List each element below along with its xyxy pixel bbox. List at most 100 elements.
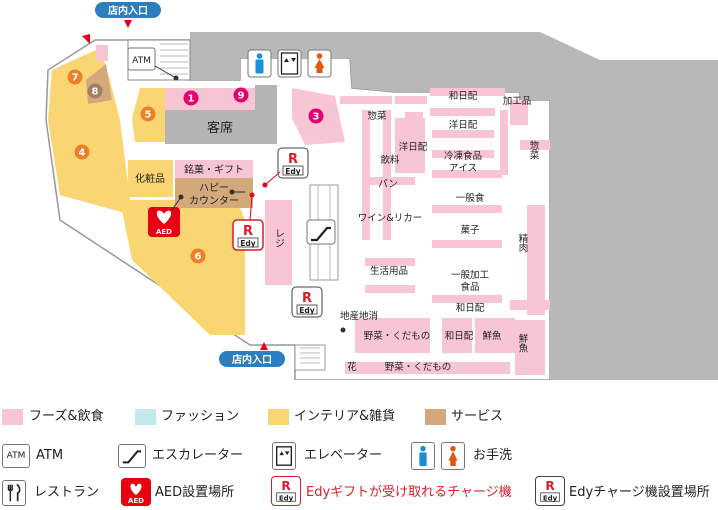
section-fresh-fish-right: 鮮魚 <box>517 333 529 354</box>
section-frozen-1: 冷凍食品 <box>444 150 482 162</box>
tenant-number-4: 4 <box>79 148 86 159</box>
edy-gift-icon-mid[interactable]: R Edy <box>232 219 264 251</box>
tenant-number-5: 5 <box>145 110 152 121</box>
section-general-processed-1: 一般加工 <box>451 269 490 281</box>
svg-text:R: R <box>281 479 291 493</box>
escalator-icon <box>118 444 146 468</box>
bottom-stairs-lines <box>300 347 320 364</box>
gift-zone <box>175 160 253 178</box>
legend-edy-gift-label: Edyギフトが受け取れるチャージ機 <box>306 485 512 500</box>
section-processed: 加工品 <box>503 96 532 107</box>
tenant-marker-7[interactable] <box>67 69 83 85</box>
section-deli-right: 惣菜 <box>528 140 540 161</box>
tenant-marker-4[interactable] <box>74 144 90 160</box>
elevator-icon <box>272 442 296 470</box>
legend-interior-label: インテリア&雑貨 <box>294 409 396 424</box>
aed-leader <box>171 196 182 211</box>
edy-text: Edy <box>299 306 314 315</box>
section-fresh-fish: 鮮魚 <box>482 330 502 342</box>
tenant-marker-3[interactable] <box>308 108 324 124</box>
legend-elevator-label: エレベーター <box>304 448 383 463</box>
area-labels: 客席 化粧品 銘菓・ギフト ハピー カウンター レジ <box>135 120 284 248</box>
section-flowers: 花 <box>347 361 357 373</box>
aed-icon: AED <box>121 478 151 506</box>
tenant-marker-8[interactable] <box>87 83 103 99</box>
restroom-female-icon <box>441 442 465 470</box>
happy-counter-label-2: カウンター <box>189 195 239 207</box>
gray-guest-area-top <box>255 85 277 115</box>
tenant-number-1: 1 <box>188 94 195 105</box>
legend-restroom-label: お手洗 <box>473 448 513 463</box>
entrance-bottom-label: 店内入口 <box>232 353 272 366</box>
section-vegetables-2: 野菜・くだもの <box>385 361 452 373</box>
entrance-top[interactable]: 店内入口 <box>95 2 161 28</box>
section-general-food: 一般食 <box>456 192 485 204</box>
escalator-icon <box>306 219 336 245</box>
entrance-bottom[interactable]: 店内入口 <box>219 342 285 367</box>
tenant-marker-9[interactable] <box>233 87 249 103</box>
legend-service-swatch <box>425 409 446 425</box>
section-local: 地産地消 <box>340 310 378 322</box>
legend-aed-label: AED設置場所 <box>155 485 235 500</box>
connector-lines <box>249 171 281 221</box>
edy-text: Edy <box>285 167 300 176</box>
legend-restaurant-label: レストラン <box>34 485 100 500</box>
section-frozen-2: アイス <box>449 163 477 174</box>
stairs-lines <box>160 43 188 75</box>
legend-service-label: サービス <box>451 409 504 424</box>
food-shelves <box>340 88 550 375</box>
section-japanese-2: 和日配 <box>456 303 485 314</box>
svg-text:Edy: Edy <box>543 494 558 502</box>
svg-text:R: R <box>243 224 253 239</box>
happy-counter-zone <box>175 178 253 208</box>
section-wine: ワイン&リカー <box>358 213 422 224</box>
edy-gift-icon-top[interactable]: R Edy <box>277 147 309 179</box>
restaurant-icon <box>2 480 26 506</box>
atm-box[interactable] <box>127 47 156 71</box>
section-labels: 惣菜 和日配 加工品 洋日配 洋日配 惣菜 飲料 冷凍食品 アイス パン 一般食… <box>340 91 539 373</box>
legend-food-swatch <box>2 409 23 425</box>
svg-text:AED: AED <box>156 228 172 236</box>
edy-text: Edy <box>240 239 255 248</box>
restroom-icons <box>247 49 332 78</box>
svg-text:R: R <box>302 291 312 306</box>
legend-food-label: フーズ&飲食 <box>29 409 104 424</box>
cosmetics-label: 化粧品 <box>135 172 165 185</box>
happy-counter-label-1: ハピー <box>199 182 229 194</box>
edy-charge-icon-bottom[interactable]: R Edy <box>291 286 323 318</box>
entrance-top-left-arrow <box>82 34 90 44</box>
tenant-number-9: 9 <box>238 91 245 102</box>
tenant-number-3: 3 <box>313 112 320 123</box>
section-general-processed-2: 食品 <box>460 281 479 293</box>
gray-guest-area <box>165 110 277 144</box>
tenant-marker-5[interactable] <box>140 106 156 122</box>
svg-text:R: R <box>288 152 298 167</box>
legend-edy-charge-label: Edyチャージ機設置場所 <box>569 485 710 500</box>
section-japanese-3: 和日配 <box>445 331 474 342</box>
section-western-1: 洋日配 <box>449 119 478 131</box>
floor-map: ATM <box>45 2 718 380</box>
register-zone <box>265 200 292 285</box>
legend-atm-icon: ATM <box>2 444 30 468</box>
tenant-marker-1[interactable] <box>183 90 199 106</box>
legend-atm-label: ATM <box>36 448 64 463</box>
svg-text:Edy: Edy <box>279 494 294 502</box>
register-label: レジ <box>273 228 284 248</box>
section-sweets: 菓子 <box>460 224 480 236</box>
guest-seats-label: 客席 <box>207 120 233 136</box>
tenant-marker-6[interactable] <box>190 248 206 264</box>
aed-icon-map: AED <box>148 207 180 237</box>
svg-text:R: R <box>545 479 555 493</box>
section-bread: パン <box>378 179 397 190</box>
tenant-number-7: 7 <box>72 73 79 84</box>
cosmetics-zone <box>128 160 173 197</box>
section-japanese-1: 和日配 <box>449 91 478 102</box>
gift-label: 銘菓・ギフト <box>184 163 244 176</box>
legend-fashion-swatch <box>135 409 156 425</box>
restroom-male-icon <box>411 442 435 470</box>
interior-zone-left <box>48 48 132 215</box>
section-western-2: 洋日配 <box>399 141 428 153</box>
legend-interior-swatch <box>268 409 289 425</box>
atm-leader <box>154 65 177 79</box>
